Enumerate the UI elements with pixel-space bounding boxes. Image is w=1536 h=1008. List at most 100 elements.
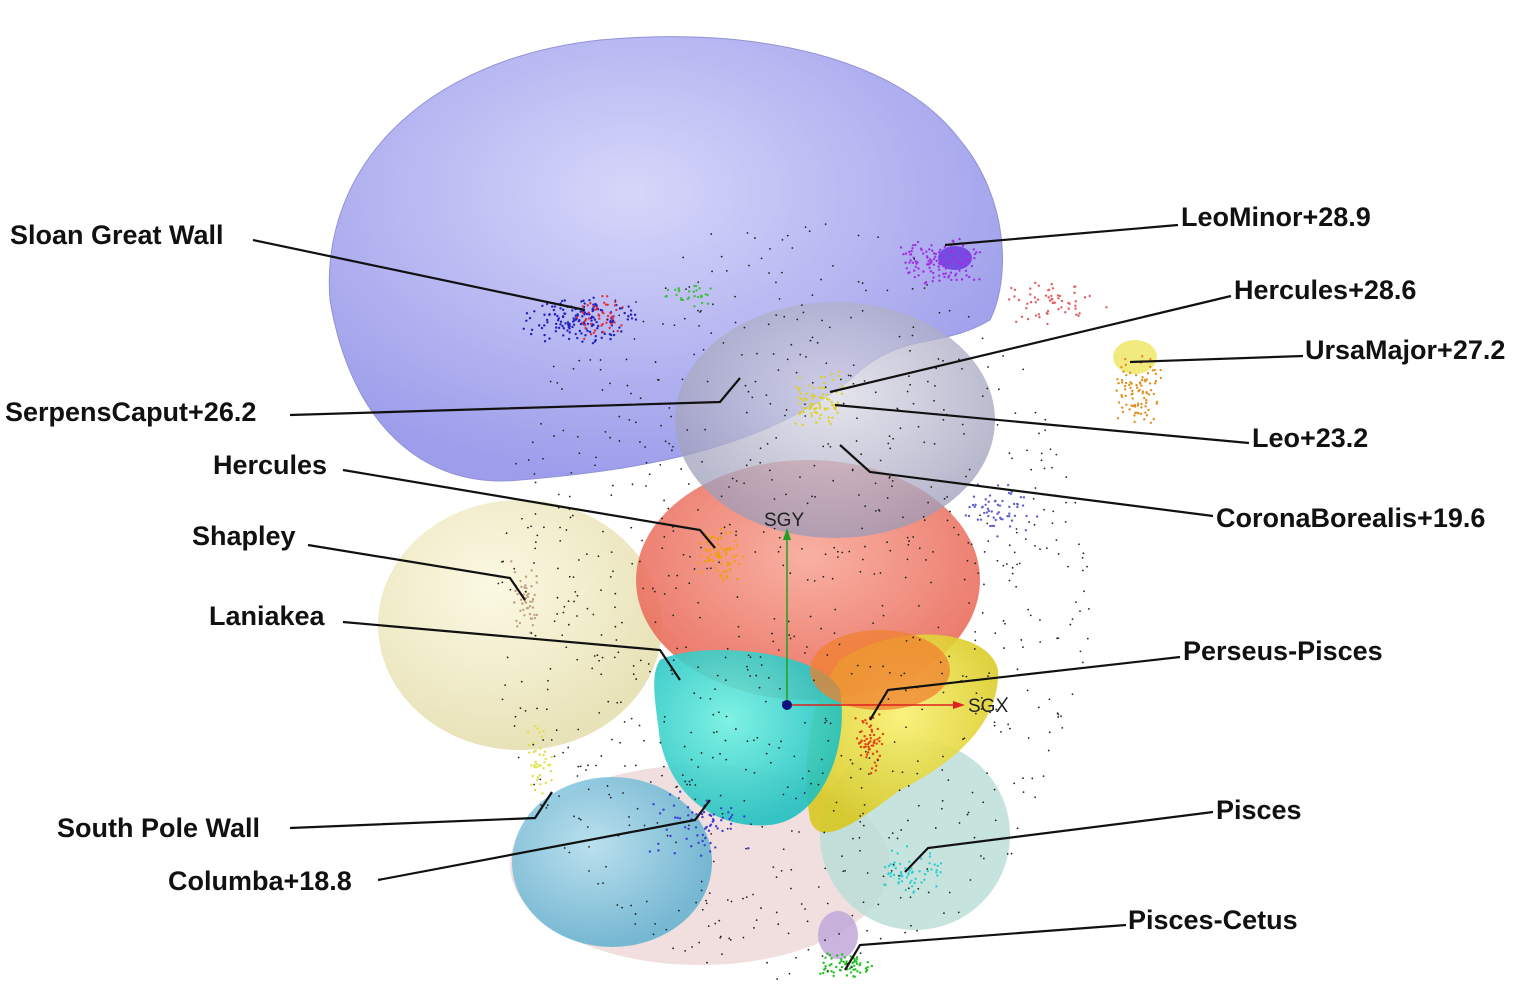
galaxy-point — [995, 708, 998, 711]
galaxy-point — [1010, 286, 1013, 290]
galaxy-point — [905, 639, 908, 642]
galaxy-point — [1057, 553, 1060, 555]
galaxy-point — [652, 803, 655, 806]
galaxy-point — [972, 278, 976, 281]
galaxy-point — [593, 318, 597, 321]
galaxy-point — [756, 352, 758, 355]
galaxy-point — [929, 270, 933, 273]
galaxy-point — [759, 447, 762, 450]
galaxy-point — [845, 974, 849, 977]
galaxy-point — [685, 288, 687, 291]
galaxy-point — [859, 768, 862, 770]
galaxy-point — [948, 261, 952, 264]
galaxy-point — [608, 793, 611, 796]
galaxy-point — [549, 667, 552, 670]
galaxy-point — [698, 542, 701, 545]
galaxy-point — [826, 952, 829, 955]
galaxy-point — [612, 570, 614, 573]
galaxy-point — [1051, 466, 1053, 469]
galaxy-point — [910, 924, 912, 927]
galaxy-point — [586, 304, 589, 307]
galaxy-point — [872, 744, 875, 747]
galaxy-point — [913, 269, 916, 272]
galaxy-point — [1047, 749, 1050, 752]
galaxy-point — [547, 679, 549, 682]
galaxy-point — [879, 937, 882, 940]
galaxy-point — [932, 276, 935, 279]
galaxy-point — [621, 621, 623, 624]
galaxy-point — [524, 709, 527, 712]
galaxy-point — [706, 567, 708, 570]
galaxy-point — [693, 568, 696, 570]
galaxy-point — [706, 380, 709, 383]
galaxy-point — [634, 421, 637, 424]
galaxy-point — [521, 517, 523, 520]
galaxy-point — [802, 399, 805, 402]
galaxy-point — [928, 862, 931, 865]
galaxy-point — [773, 498, 776, 500]
galaxy-point — [634, 764, 637, 767]
galaxy-point — [663, 720, 666, 723]
galaxy-point — [1078, 312, 1081, 315]
galaxy-point — [610, 322, 613, 326]
galaxy-point — [572, 576, 575, 579]
galaxy-point — [528, 751, 531, 754]
galaxy-point — [987, 509, 991, 513]
galaxy-point — [979, 514, 981, 517]
galaxy-point — [808, 407, 811, 411]
galaxy-point — [1032, 497, 1035, 500]
galaxy-point — [1149, 365, 1152, 369]
galaxy-point — [725, 758, 728, 761]
galaxy-point — [930, 249, 934, 252]
galaxy-point — [904, 261, 907, 264]
galaxy-point — [549, 769, 553, 773]
galaxy-point — [818, 395, 822, 399]
galaxy-point — [881, 604, 884, 607]
galaxy-point — [1074, 501, 1077, 504]
galaxy-point — [568, 327, 571, 330]
galaxy-point — [813, 464, 816, 467]
galaxy-point — [614, 625, 617, 628]
galaxy-point — [996, 512, 999, 515]
galaxy-point — [786, 234, 789, 237]
galaxy-point — [677, 287, 681, 290]
galaxy-point — [916, 760, 919, 762]
galaxy-point — [971, 503, 975, 507]
galaxy-point — [683, 745, 686, 748]
galaxy-point — [748, 264, 750, 267]
galaxy-point — [529, 332, 533, 336]
galaxy-point — [972, 495, 976, 498]
galaxy-point — [716, 538, 720, 541]
label-ursamajor: UrsaMajor+27.2 — [1305, 335, 1505, 365]
galaxy-point — [777, 923, 780, 926]
galaxy-point — [556, 567, 559, 570]
galaxy-point — [811, 397, 814, 400]
galaxy-point — [862, 824, 865, 827]
galaxy-point — [530, 328, 534, 332]
galaxy-point — [559, 320, 563, 323]
galaxy-point — [579, 818, 582, 821]
label-southpole: South Pole Wall — [57, 813, 260, 843]
galaxy-point — [510, 560, 513, 563]
galaxy-point — [700, 546, 702, 549]
galaxy-point — [623, 720, 626, 723]
galaxy-point — [1128, 371, 1132, 375]
galaxy-point — [911, 287, 914, 290]
galaxy-point — [1116, 378, 1119, 381]
galaxy-point — [987, 514, 990, 518]
galaxy-point — [934, 384, 936, 387]
galaxy-point — [635, 678, 638, 680]
galaxy-point — [524, 575, 528, 578]
galaxy-point — [752, 739, 755, 742]
galaxy-point — [639, 441, 641, 443]
galaxy-point — [760, 257, 763, 260]
galaxy-point — [918, 870, 921, 873]
galaxy-point — [961, 675, 964, 677]
galaxy-point — [907, 785, 910, 787]
galaxy-point — [627, 305, 630, 308]
galaxy-point — [896, 852, 899, 855]
galaxy-point — [755, 919, 758, 922]
galaxy-point — [513, 601, 516, 604]
galaxy-point — [1145, 414, 1149, 417]
galaxy-point — [723, 526, 726, 529]
